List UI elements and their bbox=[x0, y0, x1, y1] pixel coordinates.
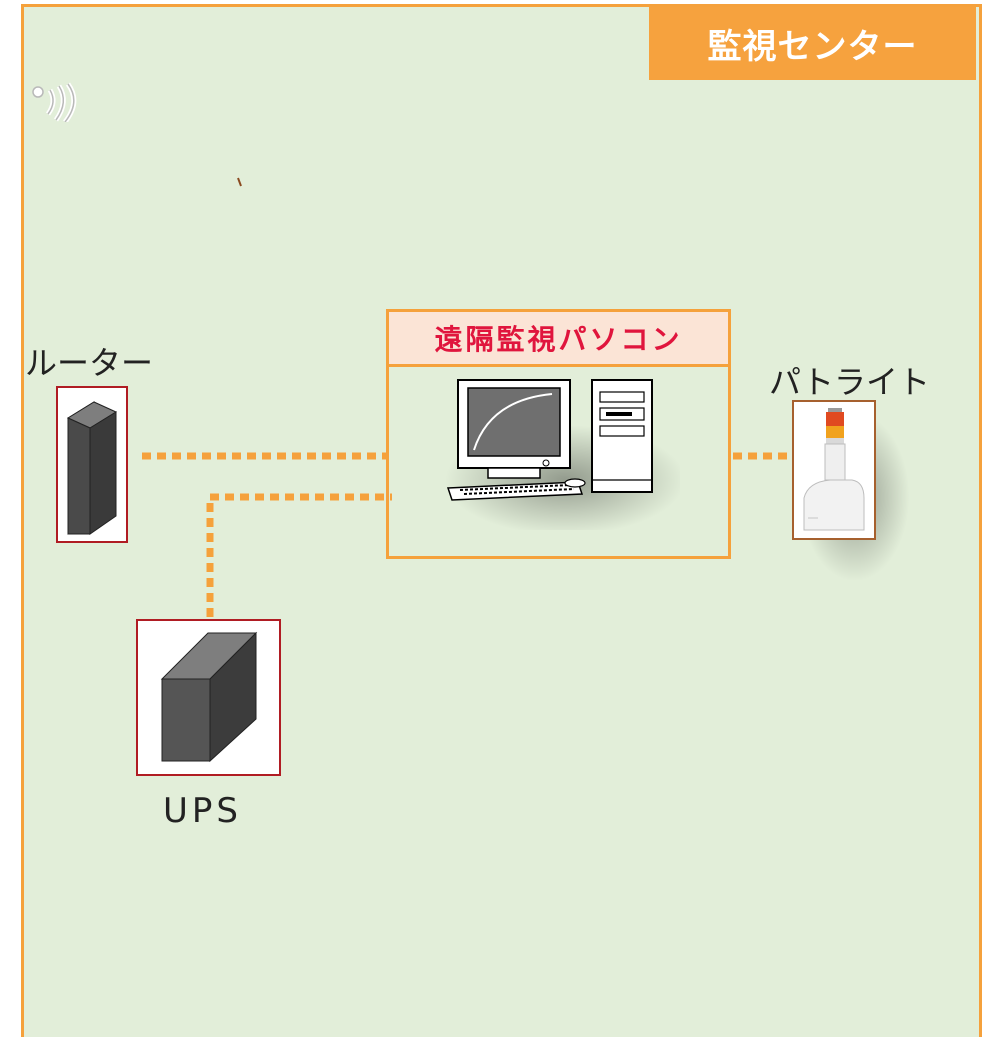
desktop-computer-icon bbox=[445, 379, 680, 530]
router-device bbox=[56, 386, 128, 543]
router-label: ルーター bbox=[25, 344, 154, 382]
wireless-signal-icon bbox=[32, 82, 77, 122]
patlite-device bbox=[792, 400, 876, 540]
stray-mark bbox=[237, 177, 242, 187]
zone-title: 監視センター bbox=[649, 7, 976, 80]
remote-pc-frame: 遠隔監視パソコン bbox=[386, 309, 731, 559]
signal-tower-light-icon bbox=[803, 408, 865, 531]
router-device-icon bbox=[66, 401, 118, 535]
remote-pc-title: 遠隔監視パソコン bbox=[389, 312, 728, 367]
patlite-label: パトライト bbox=[769, 363, 930, 401]
ups-device-icon bbox=[160, 631, 258, 763]
ups-device bbox=[136, 619, 281, 776]
ups-label: UPS bbox=[163, 791, 242, 831]
ups-pc-link bbox=[206, 493, 392, 617]
